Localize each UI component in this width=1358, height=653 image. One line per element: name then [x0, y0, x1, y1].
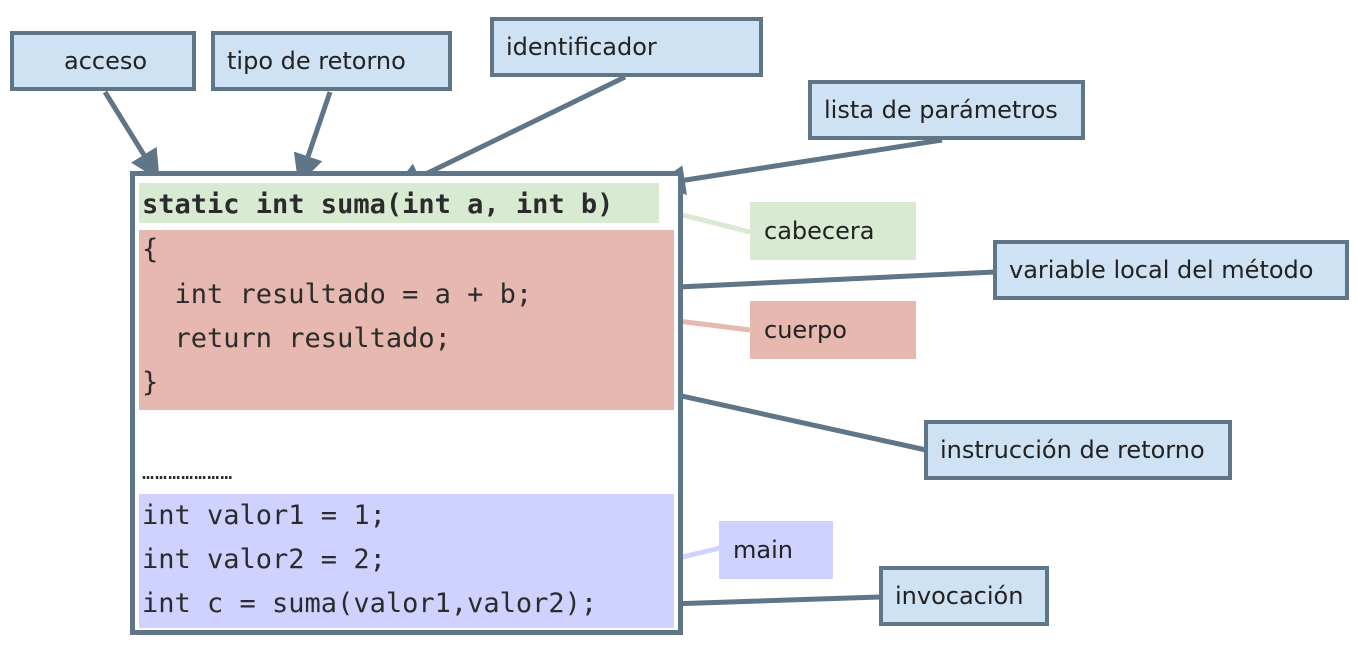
arrow-tipo-retorno — [293, 91, 333, 185]
main-highlight — [139, 494, 674, 628]
close-brace: } — [142, 367, 159, 398]
method-header: static int suma(int a, int b) — [142, 189, 614, 220]
arrow-acceso — [102, 90, 160, 181]
open-brace: { — [142, 234, 159, 265]
tag-cuerpo: cuerpo — [750, 301, 916, 359]
header-highlight — [139, 183, 659, 223]
main-line-3: int c = suma(valor1,valor2); — [142, 588, 598, 619]
link-cuerpo — [669, 317, 751, 333]
main-line-1: int valor1 = 1; — [142, 500, 386, 531]
local-variable-line: int resultado = a + b; — [142, 279, 533, 310]
arrow-identificador — [392, 74, 627, 191]
body-highlight — [139, 230, 674, 410]
callout-identificador: identificador — [490, 17, 763, 77]
callout-variable-local: variable local del método — [993, 240, 1349, 300]
callout-acceso: acceso — [10, 31, 196, 91]
arrow-lista-parametros — [655, 137, 943, 195]
callout-instruccion-retorno: instrucción de retorno — [924, 420, 1232, 480]
code-frame: static int suma(int a, int b) { int resu… — [130, 171, 683, 635]
return-line: return resultado; — [142, 323, 451, 354]
callout-invocacion: invocación — [879, 566, 1049, 626]
main-line-2: int valor2 = 2; — [142, 544, 386, 575]
ellipsis: ………………… — [142, 460, 234, 484]
callout-lista-parametros: lista de parámetros — [808, 80, 1085, 140]
tag-cabecera: cabecera — [750, 202, 916, 260]
tag-main: main — [719, 521, 833, 579]
callout-tipo-retorno: tipo de retorno — [211, 31, 452, 91]
